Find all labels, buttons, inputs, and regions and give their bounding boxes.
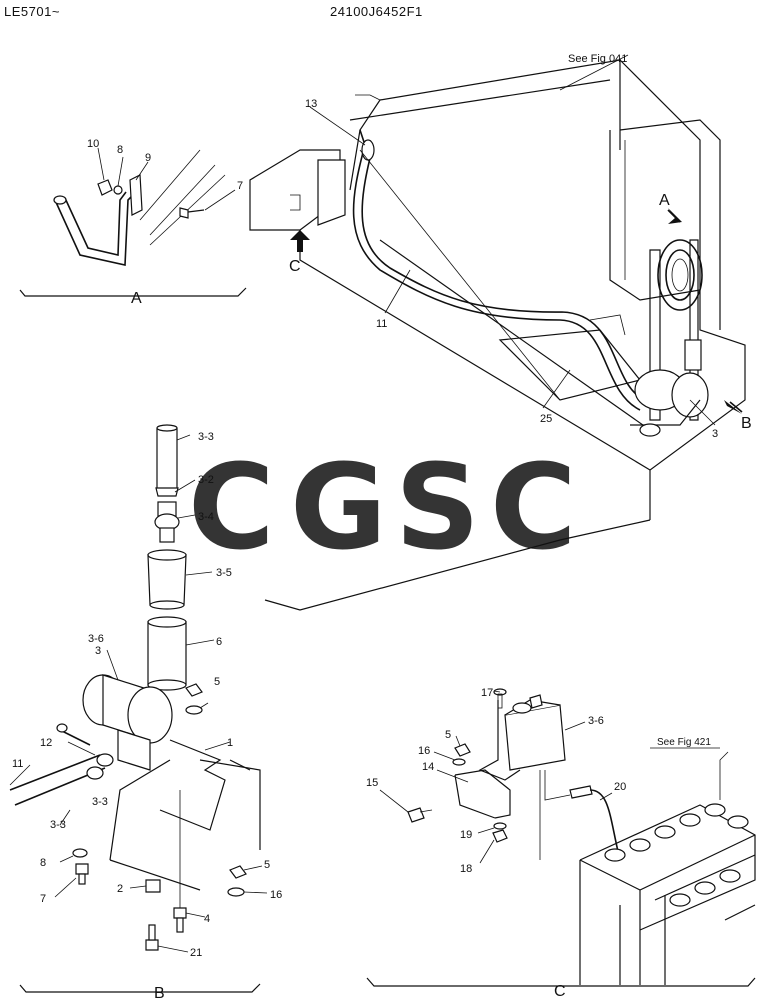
arrow-label-b: B xyxy=(741,415,752,432)
label-20: 20 xyxy=(614,781,626,793)
label-5-b-top: 5 xyxy=(214,676,220,688)
watermark-cgsc: C G S C xyxy=(188,438,577,576)
watermark-letter: G xyxy=(290,438,387,576)
drawing-number: 24100J6452F1 xyxy=(330,4,423,19)
label-10: 10 xyxy=(87,138,99,150)
watermark-letter: S xyxy=(395,438,480,576)
label-9: 9 xyxy=(145,152,151,164)
label-8-a: 8 xyxy=(117,144,123,156)
detail-a xyxy=(19,147,247,297)
label-19: 19 xyxy=(460,829,472,841)
label-3-5: 3-5 xyxy=(216,567,232,579)
label-5-b-bottom: 5 xyxy=(264,859,270,871)
label-3-6-b: 3-6 xyxy=(88,633,104,645)
label-14: 14 xyxy=(422,761,434,773)
ref-see-fig-421: See Fig 421 xyxy=(657,737,711,748)
main-assembly xyxy=(249,54,746,611)
label-3-3-top: 3-3 xyxy=(198,431,214,443)
label-3-3-b2: 3-3 xyxy=(50,819,66,831)
label-25: 25 xyxy=(540,413,552,425)
label-11-main: 11 xyxy=(376,318,387,330)
detail-c xyxy=(366,688,756,987)
watermark-letter: C xyxy=(188,438,275,576)
section-label-a: A xyxy=(131,290,142,307)
label-7-a: 7 xyxy=(237,180,243,192)
section-label-c: C xyxy=(554,983,566,1000)
label-2: 2 xyxy=(117,883,123,895)
label-16-b: 16 xyxy=(270,889,282,901)
label-17: 17 xyxy=(481,687,493,699)
label-11-b: 11 xyxy=(12,758,23,770)
ref-see-fig-041: See Fig 041 xyxy=(568,53,627,65)
model-range-label: LE5701~ xyxy=(4,4,60,19)
label-3-3-b1: 3-3 xyxy=(92,796,108,808)
label-3-b: 3 xyxy=(95,645,101,657)
label-7-b: 7 xyxy=(40,893,46,905)
label-3-2: 3-2 xyxy=(198,474,214,486)
label-6: 6 xyxy=(216,636,222,648)
label-16-c: 16 xyxy=(418,745,430,757)
label-12: 12 xyxy=(40,737,52,749)
arrow-label-a: A xyxy=(659,192,670,209)
section-label-b: B xyxy=(154,985,165,1000)
label-3-6-c: 3-6 xyxy=(588,715,604,727)
label-15: 15 xyxy=(366,777,378,789)
label-5-c: 5 xyxy=(445,729,451,741)
label-4: 4 xyxy=(204,913,210,925)
label-21: 21 xyxy=(190,947,202,959)
label-3-main: 3 xyxy=(712,428,718,440)
watermark-letter: C xyxy=(490,438,577,576)
arrow-label-c: C xyxy=(289,258,301,275)
label-1: 1 xyxy=(227,737,233,749)
label-13: 13 xyxy=(305,98,317,110)
label-18: 18 xyxy=(460,863,472,875)
detail-b xyxy=(9,424,268,993)
label-8-b: 8 xyxy=(40,857,46,869)
label-3-4: 3-4 xyxy=(198,511,214,523)
